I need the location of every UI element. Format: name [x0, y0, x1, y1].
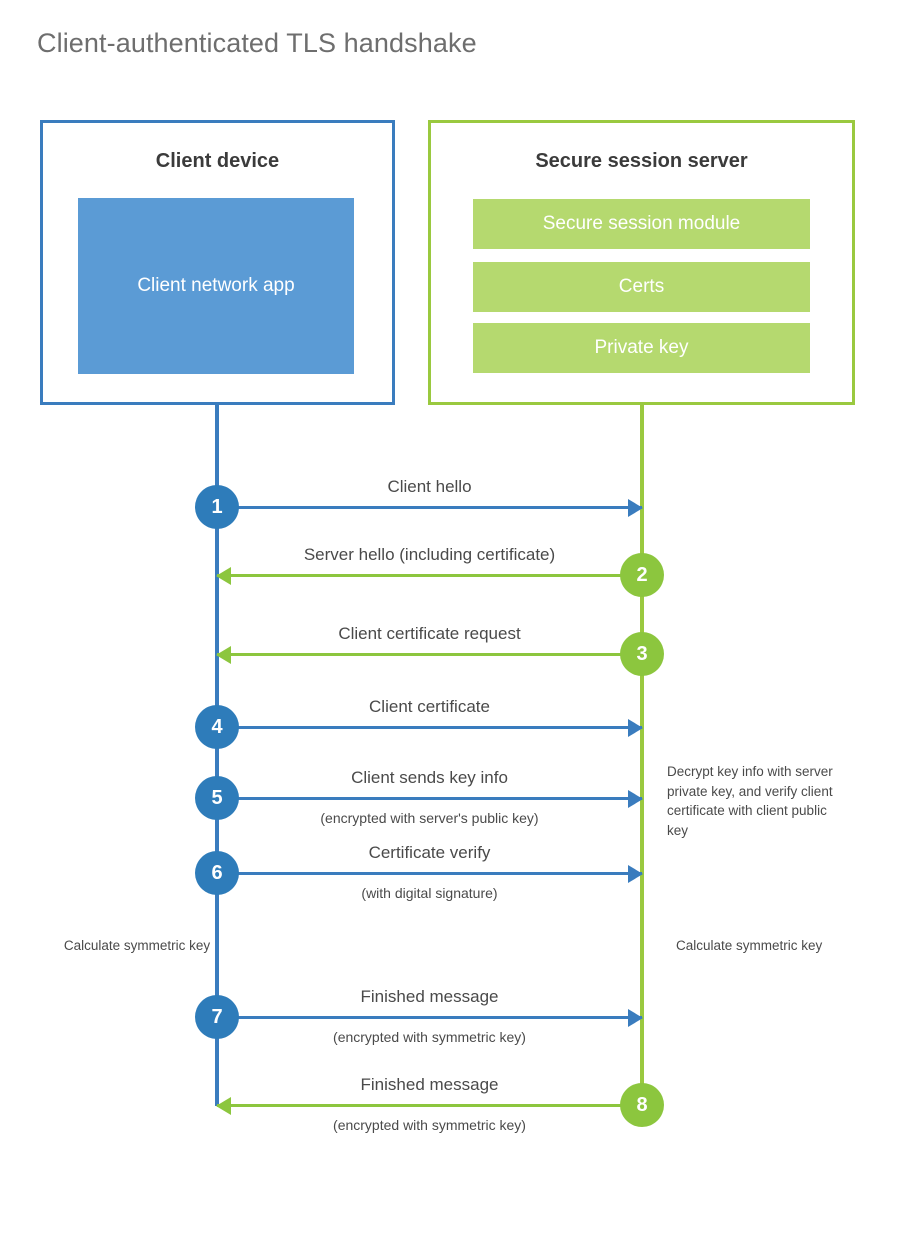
annotation-calculate-symmetric-key-client: Calculate symmetric key: [63, 938, 211, 953]
arrowhead-right-icon: [628, 1009, 643, 1027]
step-badge-3: 3: [620, 632, 664, 676]
message-label-2: Server hello (including certificate): [303, 545, 556, 564]
arrow-line-1: [217, 506, 642, 509]
client-device-box: Client device Client network app: [40, 120, 395, 405]
step-badge-8: 8: [620, 1083, 664, 1127]
message-label-3: Client certificate request: [338, 624, 521, 643]
step-badge-6: 6: [195, 851, 239, 895]
arrowhead-right-icon: [628, 499, 643, 517]
arrow-line-7: [217, 1016, 642, 1019]
arrow-line-5: [217, 797, 642, 800]
secure-session-server-box: Secure session server Secure session mod…: [428, 120, 855, 405]
page-title: Client-authenticated TLS handshake: [37, 28, 477, 58]
annotation-decrypt-key-info: Decrypt key info with server private key…: [667, 764, 833, 838]
arrow-line-3: [217, 653, 642, 656]
message-sublabel-5: (encrypted with server's public key): [320, 810, 539, 826]
step-badge-2: 2: [620, 553, 664, 597]
secure-session-server-title: Secure session server: [535, 150, 748, 172]
arrow-line-6: [217, 872, 642, 875]
client-network-app-block: Client network app: [78, 198, 354, 374]
annotation-calculate-symmetric-key-server: Calculate symmetric key: [676, 938, 823, 953]
arrowhead-left-icon: [216, 567, 231, 585]
message-sublabel-7: (encrypted with symmetric key): [333, 1029, 526, 1045]
arrow-line-2: [217, 574, 642, 577]
client-lifeline: [215, 405, 219, 1106]
message-label-4: Client certificate: [369, 697, 490, 716]
server-component-secure-session-module: Secure session module: [473, 199, 810, 249]
step-badge-5: 5: [195, 776, 239, 820]
arrow-line-4: [217, 726, 642, 729]
client-network-app-label: Client network app: [137, 275, 295, 297]
message-label-8: Finished message: [360, 1075, 499, 1094]
server-lifeline: [640, 405, 644, 1106]
message-sublabel-8: (encrypted with symmetric key): [333, 1117, 526, 1133]
step-badge-1: 1: [195, 485, 239, 529]
server-component-certs: Certs: [473, 262, 810, 312]
arrowhead-left-icon: [216, 646, 231, 664]
message-label-6: Certificate verify: [368, 843, 491, 862]
step-badge-4: 4: [195, 705, 239, 749]
client-device-title: Client device: [155, 150, 280, 172]
server-component-private-key: Private key: [473, 323, 810, 373]
arrow-line-8: [217, 1104, 642, 1107]
arrowhead-left-icon: [216, 1097, 231, 1115]
arrowhead-right-icon: [628, 865, 643, 883]
message-label-7: Finished message: [360, 987, 499, 1006]
step-badge-7: 7: [195, 995, 239, 1039]
arrowhead-right-icon: [628, 719, 643, 737]
arrowhead-right-icon: [628, 790, 643, 808]
message-label-1: Client hello: [387, 477, 472, 496]
message-sublabel-6: (with digital signature): [361, 885, 498, 901]
message-label-5: Client sends key info: [351, 768, 508, 787]
